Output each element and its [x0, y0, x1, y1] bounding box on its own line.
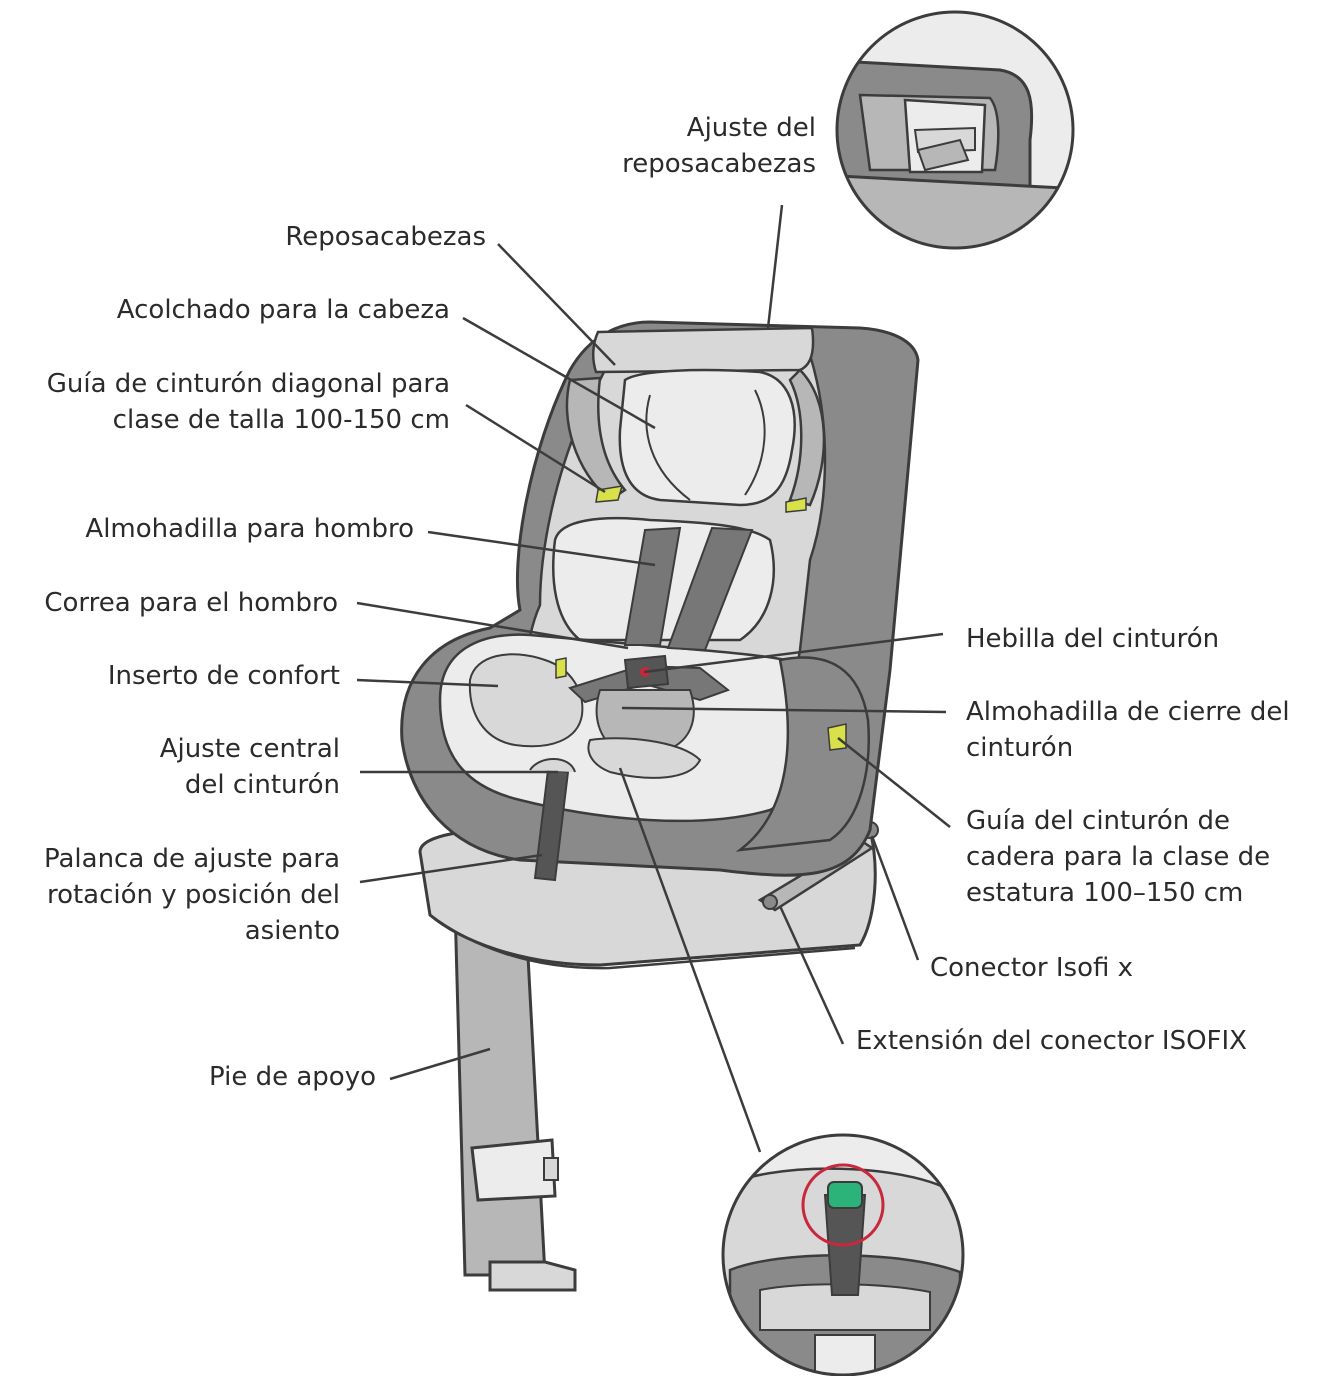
harness-graphic	[529, 526, 754, 882]
leader-support-leg	[389, 1047, 491, 1081]
leader-isofix-extension	[778, 905, 845, 1045]
support-leg-graphic	[445, 878, 577, 1292]
label-lap-guide: Guía del cinturón de cadera para la clas…	[966, 806, 1271, 908]
leader-head-padding	[462, 316, 656, 430]
leader-comfort-insert	[356, 678, 499, 688]
inset-headrest-adjust	[835, 10, 1075, 250]
label-central-adjust: Ajuste central del cinturón	[159, 734, 340, 800]
leader-shoulder-pad	[427, 530, 656, 567]
label-shoulder-strap: Correa para el hombro	[44, 588, 338, 618]
leader-diagonal-guide	[465, 403, 606, 494]
label-shoulder-pad: Almohadilla para hombro	[85, 514, 414, 544]
leader-headrest-adjust	[766, 204, 784, 329]
label-headrest: Reposacabezas	[285, 222, 486, 252]
leader-buckle-pad	[621, 706, 947, 714]
leader-isofix-indicator	[618, 767, 762, 1153]
label-headrest-adjust: Ajuste del reposacabezas	[622, 113, 816, 179]
label-buckle: Hebilla del cinturón	[966, 624, 1220, 654]
label-isofix-extension: Extensión del conector ISOFIX	[856, 1026, 1247, 1056]
label-isofix-connector: Conector Isofi x	[930, 953, 1134, 983]
label-buckle-pad: Almohadilla de cierre del cinturón	[966, 697, 1290, 763]
leader-buckle	[643, 632, 944, 674]
leader-shoulder-strap	[356, 601, 629, 650]
leader-lever	[359, 853, 543, 884]
leader-headrest	[497, 243, 616, 366]
leader-lap-guide	[837, 737, 951, 828]
leader-isofix-connector	[870, 835, 920, 961]
leader-lines	[356, 204, 951, 1153]
inset-isofix-indicator	[721, 1133, 965, 1376]
label-comfort-insert: Inserto de confort	[107, 661, 340, 691]
label-diagonal-guide: Guía de cinturón diagonal para clase de …	[46, 369, 450, 435]
label-support-leg: Pie de apoyo	[209, 1062, 376, 1092]
label-head-padding: Acolchado para la cabeza	[116, 295, 450, 325]
label-lever: Palanca de ajuste para rotación y posici…	[43, 844, 340, 946]
